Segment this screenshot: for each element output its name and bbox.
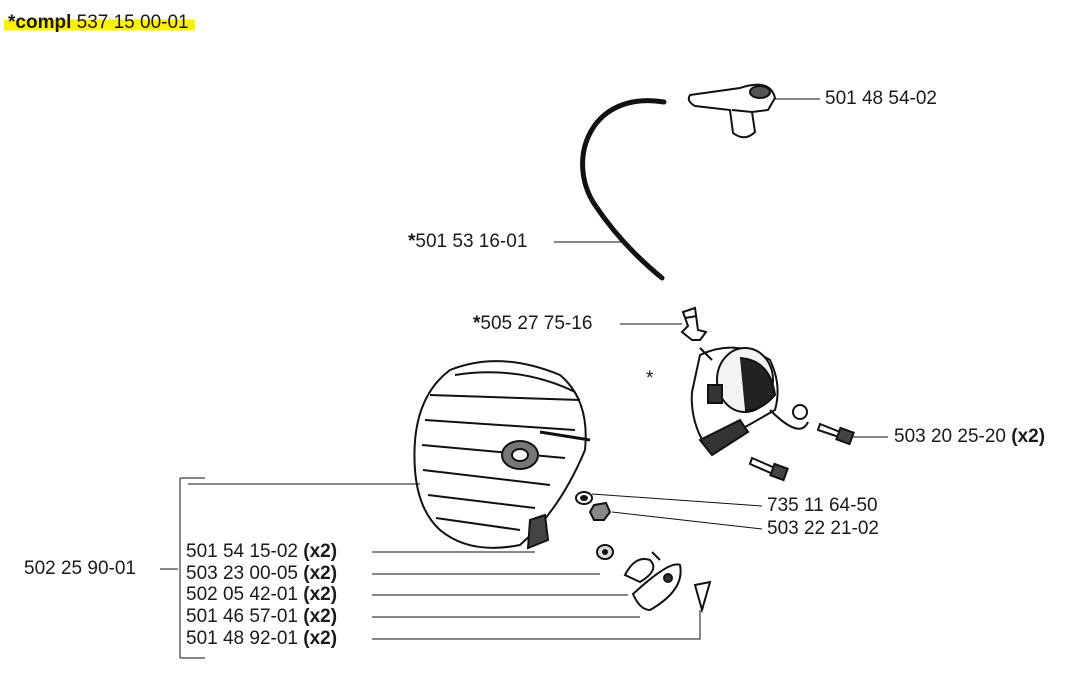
kit-item-quantity: (x2) [303,606,338,627]
kit-item-number: 501 46 57-01 [186,606,298,627]
label-spark-plug-cap: 501 48 54-02 [825,88,937,110]
washer-nut-drawing [575,491,612,521]
kit-item-number: 501 48 92-01 [186,628,298,649]
spring-part-number: 505 27 75-16 [480,313,593,334]
leader-lines [160,98,888,659]
spark-plug-cap-drawing [687,83,777,139]
kit-item-quantity: (x2) [303,563,338,584]
kit-item: 501 48 92-01 (x2) [186,628,337,650]
label-washer: 735 11 64-50 [767,495,878,517]
flywheel-drawing [413,360,591,550]
spring-star-marker: * [473,313,481,334]
kit-item-number: 503 23 00-05 [186,563,298,584]
ignition-wire [580,98,667,281]
kit-item-quantity: (x2) [303,541,338,562]
screw-drawings [748,422,855,482]
label-flywheel: 502 25 90-01 [24,558,136,580]
header-number: 537 15 00-01 [76,12,189,33]
nut-part-number: 503 22 21-02 [767,518,879,539]
screw-quantity: (x2) [1011,426,1046,447]
kit-item: 502 05 42-01 (x2) [186,584,337,606]
label-spring-contact: *505 27 75-16 [473,313,592,335]
kit-item-quantity: (x2) [303,584,338,605]
label-nut: 503 22 21-02 [767,518,879,540]
pawl-kit-drawing [596,544,712,614]
wire-star-marker: * [408,231,416,252]
label-module-screw: 503 20 25-20 (x2) [894,426,1045,448]
cap-part-number: 501 48 54-02 [825,88,937,109]
wire-part-number: 501 53 16-01 [415,231,528,252]
screw-part-number: 503 20 25-20 [894,426,1006,447]
spring-contact-drawing [680,306,708,341]
assembly-header: *compl 537 15 00-01 [4,12,195,34]
label-ignition-wire: *501 53 16-01 [408,231,527,253]
kit-item: 503 23 00-05 (x2) [186,563,337,585]
kit-item: 501 54 15-02 (x2) [186,541,337,563]
header-prefix: *compl [8,12,72,33]
kit-item-number: 501 54 15-02 [186,541,298,562]
kit-item: 501 46 57-01 (x2) [186,606,337,628]
kit-item-quantity: (x2) [303,628,338,649]
ignition-module-drawing [690,346,809,457]
flywheel-part-number: 502 25 90-01 [24,558,136,579]
kit-item-number: 502 05 42-01 [186,584,298,605]
washer-part-number: 735 11 64-50 [767,495,878,516]
coil-star-marker: * [646,368,654,389]
